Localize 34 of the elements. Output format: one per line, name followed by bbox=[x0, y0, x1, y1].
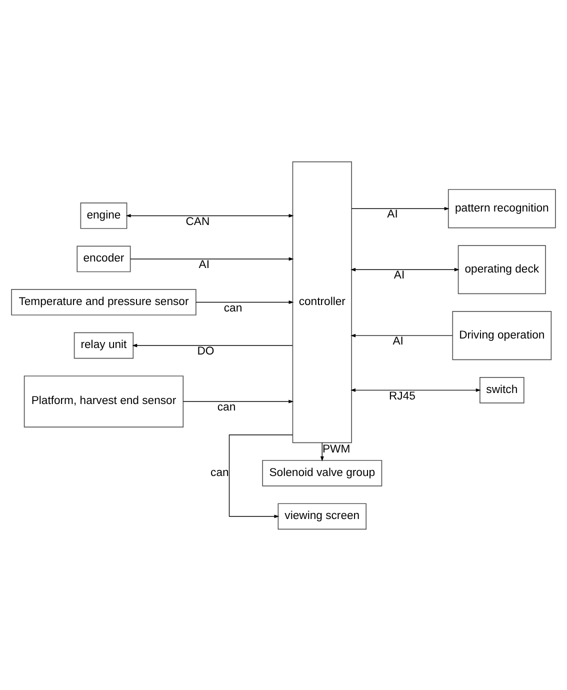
arrow bbox=[351, 206, 450, 210]
node-box: Driving operation bbox=[452, 310, 552, 360]
edge-label: RJ45 bbox=[389, 390, 416, 402]
edge-label: can bbox=[217, 401, 236, 414]
edge-label: AI bbox=[198, 258, 210, 271]
node-box: controller bbox=[292, 160, 352, 443]
edge-label: can bbox=[210, 466, 229, 478]
edge-label: DO bbox=[197, 345, 214, 358]
node-box: switch bbox=[480, 376, 524, 403]
node-box: encoder bbox=[76, 245, 131, 272]
arrow bbox=[182, 399, 294, 403]
arrow bbox=[132, 343, 293, 347]
edge-label: AI bbox=[387, 208, 398, 220]
arrow bbox=[350, 388, 481, 392]
arrow bbox=[196, 300, 294, 304]
edge-label: CAN bbox=[186, 215, 210, 228]
node-box: operating deck bbox=[458, 244, 546, 294]
arrow bbox=[228, 434, 293, 518]
node-box: engine bbox=[80, 202, 128, 228]
node-box: viewing screen bbox=[278, 502, 367, 530]
edge-label: AI bbox=[394, 269, 405, 282]
node-box: Solenoid valve group bbox=[262, 459, 382, 486]
node-box: relay unit bbox=[74, 332, 134, 358]
node-box: Platform, harvest end sensor bbox=[24, 375, 184, 427]
edge-label: can bbox=[224, 302, 242, 314]
node-box: Temperature and pressure sensor bbox=[11, 288, 196, 315]
edge-label: AI bbox=[392, 335, 404, 348]
arrow bbox=[350, 267, 460, 271]
arrow bbox=[130, 256, 294, 260]
edge-label: PWM bbox=[322, 442, 350, 455]
arrow bbox=[320, 442, 324, 461]
arrow bbox=[126, 213, 294, 217]
node-box: pattern recognition bbox=[448, 188, 556, 228]
arrow bbox=[350, 333, 453, 337]
